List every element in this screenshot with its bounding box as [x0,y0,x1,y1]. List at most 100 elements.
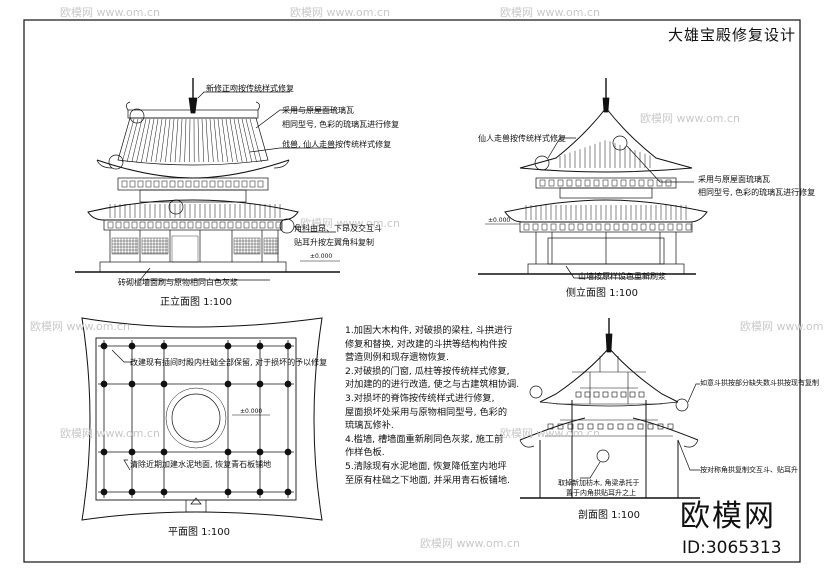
side-caption: 侧立面图 1:100 [566,288,638,299]
bracket-block [676,223,683,231]
bracket-block [548,179,555,187]
general-note-line: 作样色板. [345,447,385,459]
bracket-block [647,179,654,187]
watermark: 欧模网 www.om.cn [300,217,400,230]
general-note-line: 2.对破损的门窗, 瓜柱等按传统样式修复, [345,365,510,377]
column-base [256,342,264,350]
general-note-line: 对加建的的进行改造, 使之与古建筑相协调. [345,379,520,391]
bracket-block [275,221,282,229]
bracket-block [129,180,136,188]
front-elevation [75,78,340,281]
bracket-block [107,221,114,229]
section [519,318,700,499]
bracket-block [257,180,264,188]
column-base [160,488,168,496]
side-note: 仙人走兽按传统样式修复 [478,134,566,143]
roof-tile-line [184,118,187,163]
bracket-block [187,221,194,229]
front-caption: 正立面图 1:100 [160,297,232,308]
front-note: 角科由昂、下昂及交互斗 [294,224,382,233]
bracket-block [179,221,186,229]
column-base [100,342,108,350]
roof-tile-line [205,118,209,163]
watermark: 欧模网 www.om.cn [60,6,160,19]
watermark: 欧模网 www.om.cn [290,6,390,19]
bracket-block [115,221,122,229]
bracket-block [225,180,232,188]
roof-tile-line [213,118,219,163]
watermark: 欧模网 www.om.cn [500,6,600,19]
bracket-block [593,179,600,187]
column-base [100,448,108,456]
front-note: 砖砌槛墙面刷与原物相同白色灰浆 [118,278,238,287]
bracket-block [211,221,218,229]
column-base [284,342,292,350]
roof-tile-line [165,118,171,163]
bracket-block [145,180,152,188]
lattice-panel [263,237,279,255]
side-note: 山墙按原样设色重新刷浆 [578,272,666,281]
column-base [256,488,264,496]
bracket-block [665,179,672,187]
bracket-block [267,221,274,229]
bracket-block [607,423,614,430]
watermark: 欧模网 www.om.cn [60,427,160,440]
side-note: 采用与原屋面琉璃瓦 [698,175,770,184]
plan-note: 改建现有插间时殿内柱础全部保留, 对于损坏的予以修复 [130,358,328,367]
front-note: 新修正吻按传统样式修复 [206,84,294,93]
bracket-block [627,423,634,430]
bracket-block [235,221,242,229]
bracket-block [587,423,594,430]
bracket-block [153,180,160,188]
bracket-block [557,179,564,187]
bracket-block [566,179,573,187]
general-note-line: 3.对损坏的脊饰按传统样式进行修复, [345,392,495,404]
general-note-line: 4.槛墙, 槽墙面重新刷同色灰浆, 施工前 [345,433,504,445]
bracket-block [201,180,208,188]
bracket-block [657,423,664,430]
bracket-block [613,223,620,231]
section-note: 置于内角拱贴耳升之上 [566,489,636,497]
column-base [284,380,292,388]
general-note-line: 5.清除现有水泥地面, 恢复降低室内地坪 [345,460,507,472]
watermark: 欧模网 www.om.cn [640,112,740,125]
bracket-block [131,221,138,229]
section-caption: 剖面图 1:100 [578,510,640,521]
bracket-block [233,180,240,188]
bracket-block [577,423,584,430]
column-base [224,380,232,388]
front-note: 相同型号, 色彩的琉璃瓦进行修复 [282,120,400,129]
column-base [160,380,168,388]
bracket-block [243,221,250,229]
roof-tile-line [221,118,229,163]
brand-id: ID:3065313 [682,538,782,558]
bracket-block [586,223,593,231]
roof-tile-line [121,118,135,163]
column-base [256,448,264,456]
general-note-line: 1.加固大木构件, 对破损的梁柱, 斗拱进行 [345,325,513,336]
bracket-block [251,221,258,229]
bracket-block [604,223,611,231]
column-base [224,488,232,496]
bracket-block [203,221,210,229]
roof-tile-line [155,118,163,163]
watermark: 欧模网 www.om.cn [30,320,130,333]
section-note: 按对称角拱复制交互斗、贴耳升 [700,466,798,474]
column-base [160,342,168,350]
roof-tile-line [179,118,183,163]
column-base [224,448,232,456]
bracket-block [259,221,266,229]
roof-tile-line [233,118,243,163]
roof-tile-line [237,118,248,163]
bracket-block [155,221,162,229]
bracket-block [163,221,170,229]
bracket-block [658,223,665,231]
bracket-block [602,179,609,187]
bracket-block [647,423,654,430]
bracket-block [241,180,248,188]
side-note: 相同型号, 色彩的琉璃瓦进行修复 [698,188,816,197]
bracket-block [667,223,674,231]
bracket-block [622,223,629,231]
bracket-block [575,391,582,398]
